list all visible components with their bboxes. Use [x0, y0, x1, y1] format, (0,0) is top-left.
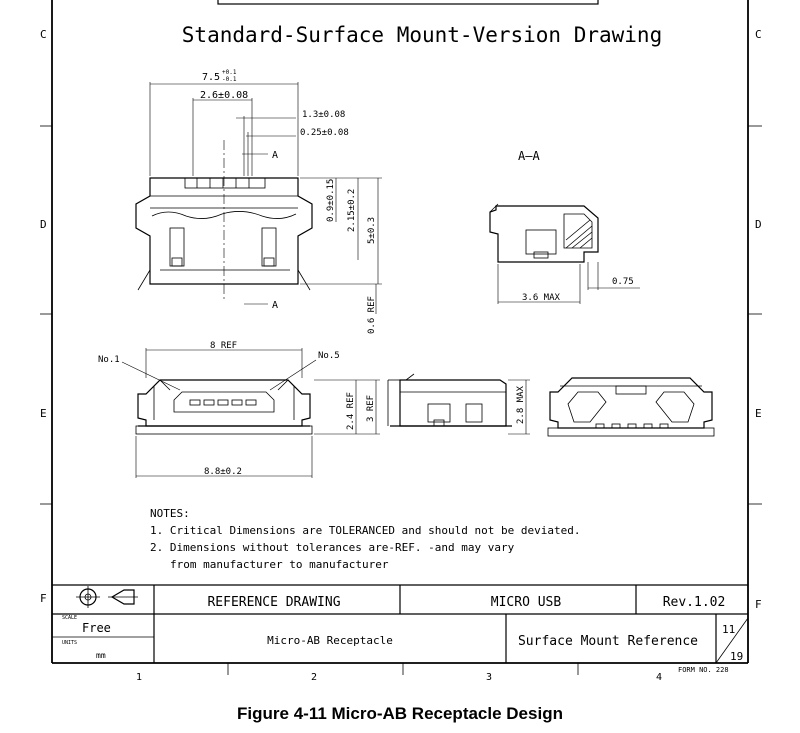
col-label-2: 2 [311, 672, 317, 683]
note-1: 1. Critical Dimensions are TOLERANCED an… [150, 524, 580, 537]
dim-h2: 2.15±0.2 [347, 189, 357, 232]
figure-caption: Figure 4-11 Micro-AB Receptacle Design [237, 704, 563, 723]
end-view [547, 377, 715, 437]
top-title-box [217, 0, 599, 5]
dim-inner: 8 REF [210, 341, 237, 351]
dim-h-b: 3 REF [366, 395, 376, 422]
row-label-d-right: D [755, 218, 762, 231]
front-view: No.1 No.5 8 REF 8.8±0.2 2.4 REF 3 REF [98, 341, 380, 478]
dim-tab: 0.75 [612, 277, 634, 287]
row-label-f-left: F [40, 592, 47, 605]
top-view: A A 7.5 +0.1 -0.1 2.6±0.08 1.3±0.08 0.25… [135, 69, 382, 334]
mechanical-drawing: C D E F C D E F 1 2 3 4 Standard-Surface… [40, 0, 762, 683]
notes-heading: NOTES: [150, 507, 190, 520]
product-label: MICRO USB [491, 595, 562, 610]
row-label-e-right: E [755, 407, 762, 420]
title-block: REFERENCE DRAWING MICRO USB Rev.1.02 SCA… [52, 584, 749, 674]
dim-depth: 3.6 MAX [522, 293, 561, 303]
dim-h1: 0.9±0.15 [326, 179, 336, 222]
units-value: mm [96, 651, 106, 660]
units-label: UNITS [62, 640, 77, 646]
ref-type: Surface Mount Reference [518, 634, 698, 649]
sheet-number: 11 [722, 623, 735, 636]
section-view: A—A 3.6 MAX 0.75 [489, 149, 640, 304]
dim-pin: 0.25±0.08 [300, 128, 349, 138]
dim-outer: 8.8±0.2 [204, 467, 242, 477]
pin1-label: No.1 [98, 355, 120, 365]
reference-drawing-label: REFERENCE DRAWING [207, 595, 340, 610]
col-label-1: 1 [136, 672, 142, 683]
section-label: A—A [518, 149, 540, 163]
pin5-label: No.5 [318, 351, 340, 361]
drawing-title: Standard-Surface Mount-Version Drawing [182, 23, 662, 47]
scale-label: SCALE [62, 615, 77, 621]
dim-gap: 1.3±0.08 [302, 110, 345, 120]
row-label-d-left: D [40, 218, 47, 231]
col-label-3: 3 [486, 672, 492, 683]
note-3: from manufacturer to manufacturer [170, 558, 389, 571]
col-label-4: 4 [656, 672, 662, 683]
scale-value: Free [82, 621, 111, 635]
dim-ref: 0.6 REF [367, 296, 377, 334]
row-label-e-left: E [40, 407, 47, 420]
section-marker-bottom: A [272, 300, 278, 311]
row-label-c-right: C [755, 28, 762, 41]
part-name: Micro-AB Receptacle [267, 634, 393, 647]
total-sheets: 19 [730, 650, 743, 663]
dim-width: 7.5 [202, 72, 220, 83]
dim-h3: 5±0.3 [367, 217, 377, 244]
note-2: 2. Dimensions without tolerances are-REF… [150, 541, 515, 554]
dim-pitch: 2.6±0.08 [200, 90, 248, 101]
dim-width-tol-lower: -0.1 [222, 76, 237, 83]
revision-label: Rev.1.02 [663, 595, 726, 610]
row-label-c-left: C [40, 28, 47, 41]
form-number: FORM NO. 228 [678, 666, 729, 674]
row-label-f-right: F [755, 598, 762, 611]
section-marker-top: A [272, 150, 278, 161]
dim-width-tol-upper: +0.1 [222, 69, 237, 76]
dim-h-a: 2.4 REF [346, 392, 356, 430]
dim-height: 2.8 MAX [516, 385, 526, 424]
side-view: 2.8 MAX [387, 373, 530, 435]
